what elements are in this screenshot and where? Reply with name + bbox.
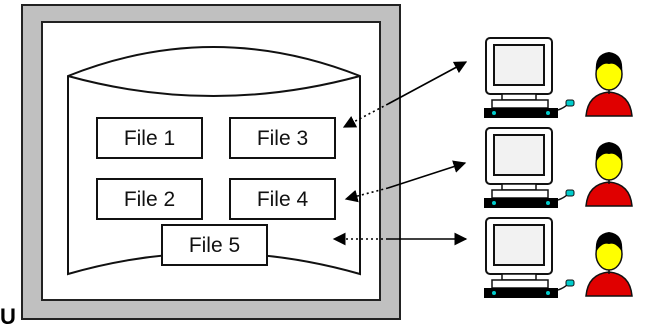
- desktop-computer-icon[interactable]: [484, 127, 575, 208]
- file-label: File 5: [189, 234, 240, 257]
- desktop-computer-icon[interactable]: [484, 217, 575, 298]
- client-1: [484, 37, 633, 118]
- file-box-2[interactable]: File 2: [96, 178, 203, 220]
- user-person-icon: [585, 52, 633, 117]
- connection-arrow-2: [344, 160, 467, 203]
- user-person-icon: [585, 142, 633, 207]
- file-label: File 3: [257, 127, 308, 150]
- file-box-3[interactable]: File 3: [229, 117, 336, 159]
- file-box-4[interactable]: File 4: [229, 178, 336, 220]
- desktop-computer-icon[interactable]: [484, 37, 575, 118]
- file-label: File 4: [257, 188, 309, 211]
- file-label: File 1: [124, 127, 175, 150]
- client-3: [484, 217, 633, 298]
- client-2: [484, 127, 633, 208]
- user-person-icon: [585, 232, 633, 297]
- file-box-5[interactable]: File 5: [161, 224, 268, 266]
- connection-arrow-1: [342, 61, 468, 128]
- edge-text: U: [0, 304, 16, 327]
- file-label: File 2: [124, 188, 175, 211]
- file-box-1[interactable]: File 1: [96, 117, 203, 159]
